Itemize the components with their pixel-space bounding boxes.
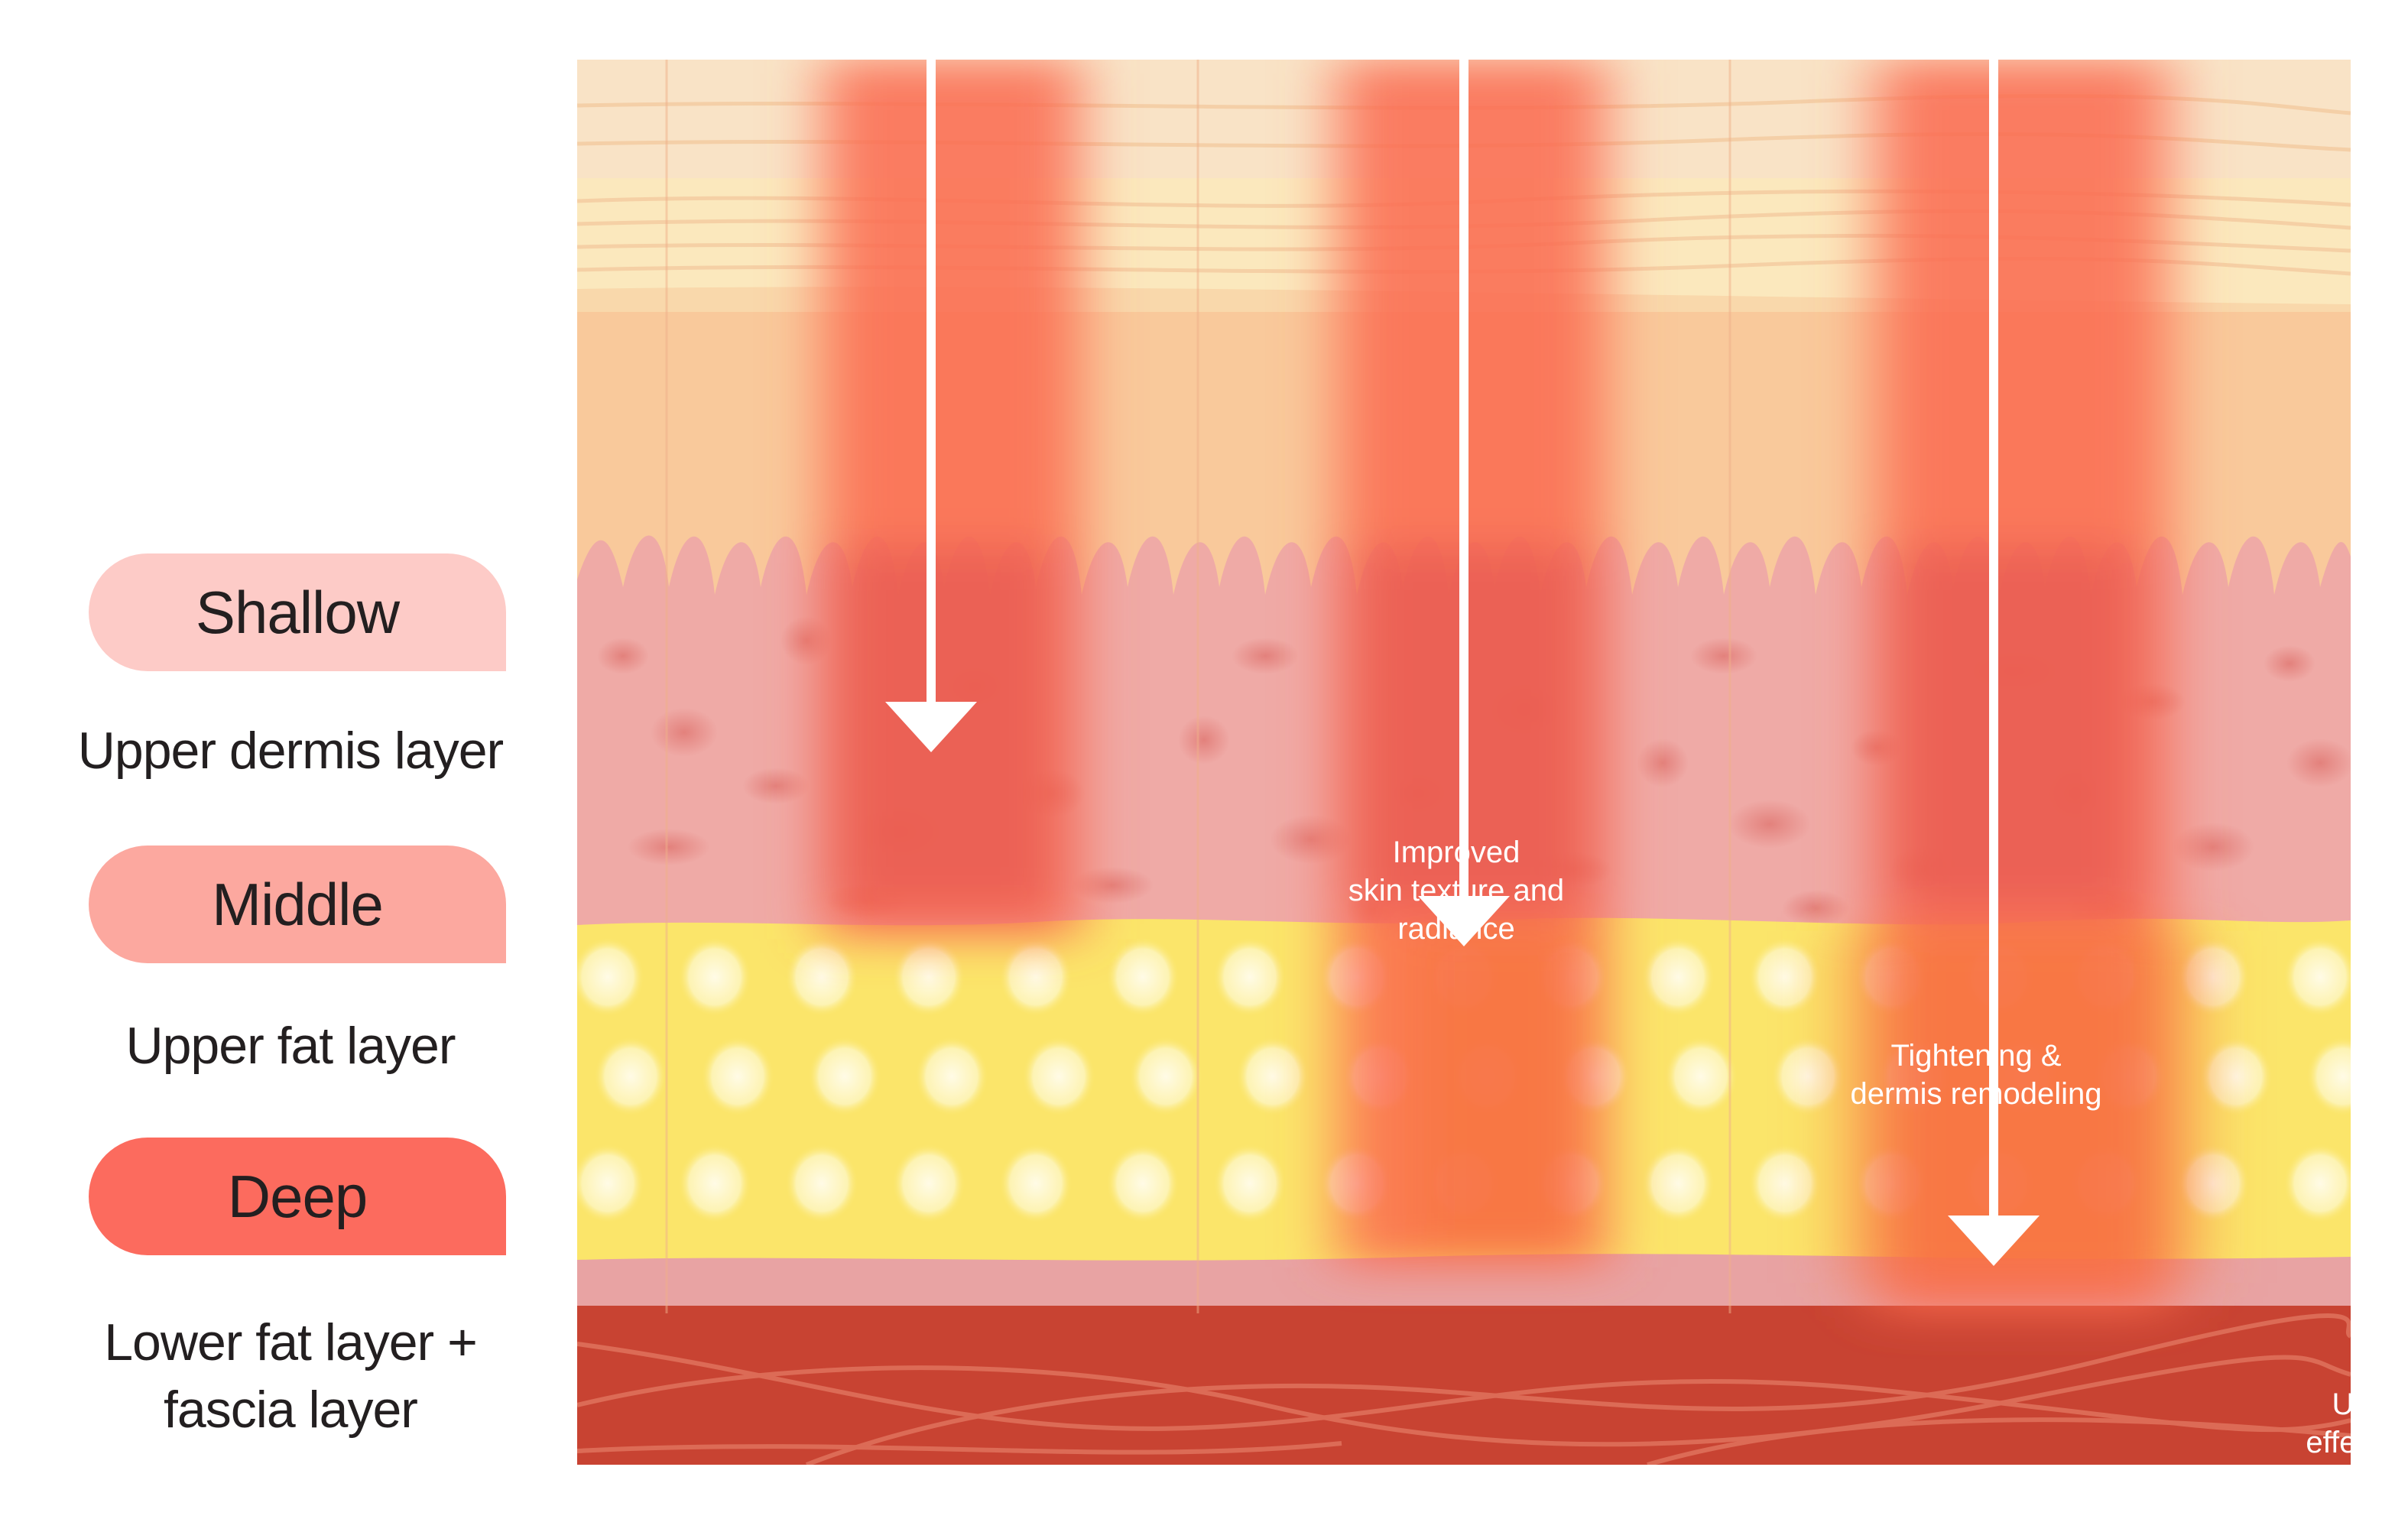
fat-cell (892, 937, 965, 1017)
shallow-depth-pill: Shallow (89, 553, 506, 671)
upper-dermis-layer-label: Upper dermis layer (77, 722, 504, 780)
deep-label: Deep (227, 1162, 368, 1230)
fat-cell (1213, 1144, 1287, 1223)
middle-label: Middle (212, 870, 384, 938)
fat-cell (1106, 1144, 1180, 1223)
dermis-spot (1637, 738, 1689, 787)
fat-cell (892, 1144, 965, 1223)
fat-cell (999, 937, 1073, 1017)
fat-cell (678, 937, 751, 1017)
muscle-fibers (577, 1313, 2351, 1465)
shallow-depth-arrow (885, 60, 977, 752)
fat-cell (1641, 937, 1715, 1017)
fat-cell (594, 1037, 667, 1116)
fat-cell (1022, 1037, 1095, 1116)
dermis-spot (2264, 645, 2316, 682)
dermis-spot (1782, 890, 1849, 927)
deep-effect-text: Ultheraphy-Thermage effect without volum… (2306, 1388, 2351, 1459)
skin-cross-section: Improved skin texture and radiance Tight… (577, 60, 2351, 1465)
fat-cell (915, 1037, 988, 1116)
skin-layers-illustration (577, 60, 2351, 1465)
dermis-spot (2286, 738, 2351, 787)
fat-cell (577, 937, 644, 1017)
fat-cell (808, 1037, 881, 1116)
fat-cell (1641, 1144, 1715, 1223)
dermis-spot (1728, 800, 1811, 849)
fat-cell (2283, 1144, 2351, 1223)
middle-depth-arrow (1418, 60, 1510, 946)
dermis-spot (597, 638, 649, 674)
dermis-spot (1232, 638, 1299, 674)
column-dividers (665, 60, 1731, 1313)
fat-cell (577, 1144, 644, 1223)
fat-cell (701, 1037, 774, 1116)
depth-arrows (885, 60, 2040, 1266)
fat-cell (1106, 937, 1180, 1017)
fat-cell (1213, 937, 1287, 1017)
fat-cell (1129, 1037, 1202, 1116)
fat-cell (1664, 1037, 1738, 1116)
dermis-spot (1690, 638, 1757, 674)
fat-cell (785, 1144, 858, 1223)
fat-cell (678, 1144, 751, 1223)
upper-fat-layer-label: Upper fat layer (125, 1017, 456, 1075)
shallow-effect-text: Improved skin texture and radiance (1348, 836, 1565, 946)
deep-depth-arrow (1948, 60, 2040, 1266)
dermis-spot (628, 829, 710, 865)
heat-bands (791, 60, 2244, 1313)
fat-cell (785, 937, 858, 1017)
fat-cell (999, 1144, 1073, 1223)
fat-cell (2306, 1037, 2351, 1116)
middle-effect-text: Tightening & dermis remodeling (1850, 1039, 2102, 1111)
lower-fat-fascia-layer-label: Lower fat layer + fascia layer (104, 1313, 478, 1439)
fat-cell (2283, 937, 2351, 1017)
shallow-label: Shallow (195, 578, 400, 646)
dermis-spot (651, 708, 718, 757)
dermis-spot (1178, 716, 1230, 764)
middle-depth-pill: Middle (89, 846, 506, 963)
fat-cell (1236, 1037, 1309, 1116)
deep-depth-pill: Deep (89, 1138, 506, 1255)
